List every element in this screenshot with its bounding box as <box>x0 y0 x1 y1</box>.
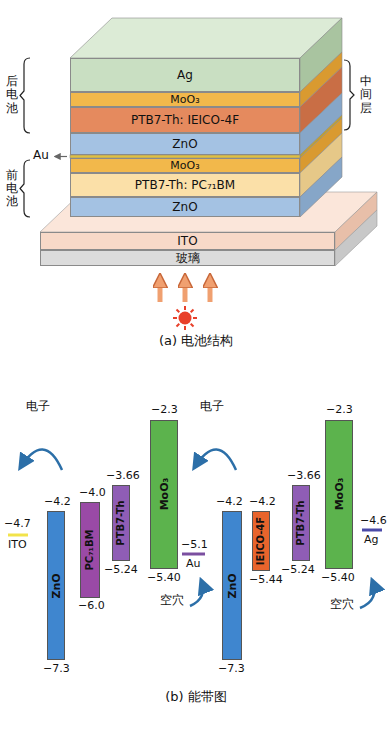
cell-label: 后电池 <box>6 75 18 115</box>
electrode-label: ITO <box>8 539 27 552</box>
bar-label: MoO₃ <box>334 478 345 511</box>
bracket <box>20 58 354 217</box>
band-bar: PC₇₁BM <box>80 502 100 598</box>
energy-value: −5.40 <box>147 572 181 585</box>
substrate-layer: ITO <box>40 232 335 250</box>
substrate-slab <box>40 192 377 266</box>
energy-value: −2.3 <box>151 404 178 417</box>
band-bar: ZnO <box>47 511 65 660</box>
energy-value: −4.2 <box>249 496 276 509</box>
bar-label: ZnO <box>51 573 62 598</box>
device-layer: PTB7-Th: PC₇₁BM <box>70 173 300 197</box>
energy-value: −4.6 <box>360 515 387 528</box>
layer-name: MoO₃ <box>170 94 199 105</box>
electrode-label: Au <box>186 558 201 571</box>
layer-name: PTB7-Th: PC₇₁BM <box>135 179 235 191</box>
layer-name: 玻璃 <box>176 252 200 264</box>
sun-symbol <box>173 306 197 330</box>
band-bar: PTB7-Th <box>292 485 310 561</box>
device-layer: ZnO <box>70 133 300 155</box>
band-bar: ZnO <box>222 511 242 660</box>
device-layer: Ag <box>70 58 300 92</box>
band-bar: PTB7-Th <box>112 485 130 561</box>
energy-value: −3.66 <box>287 470 321 483</box>
device-layer: ZnO <box>70 197 300 217</box>
layer-name: ZnO <box>172 138 197 150</box>
layer-name: ITO <box>177 235 197 247</box>
leader-arrow <box>55 156 67 157</box>
layer-label: Au <box>33 149 49 163</box>
carrier-label: 空穴 <box>160 594 184 608</box>
light-arrows <box>160 279 210 302</box>
caption: (a) 电池结构 <box>159 334 233 349</box>
cell-label: 前电池 <box>6 169 18 209</box>
device-layer: PTB7-Th: IEICO-4F <box>70 107 300 133</box>
energy-value: −2.3 <box>326 404 353 417</box>
bar-label: ZnO <box>227 573 238 598</box>
carrier-arrow <box>20 449 374 608</box>
layer-name: MoO₃ <box>170 160 199 171</box>
energy-value: −5.40 <box>321 572 355 585</box>
ag-level <box>362 529 382 532</box>
energy-value: −4.0 <box>79 487 106 500</box>
band-bar: MoO₃ <box>325 420 353 569</box>
energy-value: −6.0 <box>78 600 105 613</box>
energy-value: −4.2 <box>44 496 71 509</box>
carrier-label: 电子 <box>26 400 50 414</box>
bar-label: PTB7-Th <box>116 500 126 545</box>
layer-stack <box>70 18 342 217</box>
layer-name: PTB7-Th: IEICO-4F <box>131 114 239 126</box>
layer-name: ZnO <box>172 201 197 213</box>
energy-value: −4.7 <box>4 518 31 531</box>
bar-label: PC₇₁BM <box>85 529 95 570</box>
band-bar: IEICO-4F <box>252 511 270 571</box>
energy-value: −5.24 <box>104 564 138 577</box>
cell-label: 中间层 <box>360 75 372 115</box>
energy-value: −5.44 <box>249 574 283 587</box>
carrier-label: 空穴 <box>330 598 354 612</box>
energy-value: −7.3 <box>43 663 70 676</box>
caption: (b) 能带图 <box>165 690 227 705</box>
device-layer: MoO₃ <box>70 158 300 173</box>
carrier-label: 电子 <box>200 400 224 414</box>
electrode-label: Ag <box>364 534 379 547</box>
au-level <box>182 553 205 556</box>
substrate-layer: 玻璃 <box>40 250 335 266</box>
band-bar: MoO₃ <box>150 420 178 569</box>
ito-level <box>8 534 28 537</box>
device-layer: MoO₃ <box>70 92 300 107</box>
energy-value: −5.24 <box>281 564 315 577</box>
bar-label: IEICO-4F <box>256 517 266 565</box>
layer-name: Ag <box>177 69 193 81</box>
energy-value: −4.2 <box>216 496 243 509</box>
bar-label: MoO₃ <box>159 478 170 511</box>
bar-label: PTB7-Th <box>296 500 306 545</box>
energy-value: −5.1 <box>181 539 208 552</box>
energy-value: −3.66 <box>106 470 140 483</box>
energy-value: −7.3 <box>218 663 245 676</box>
